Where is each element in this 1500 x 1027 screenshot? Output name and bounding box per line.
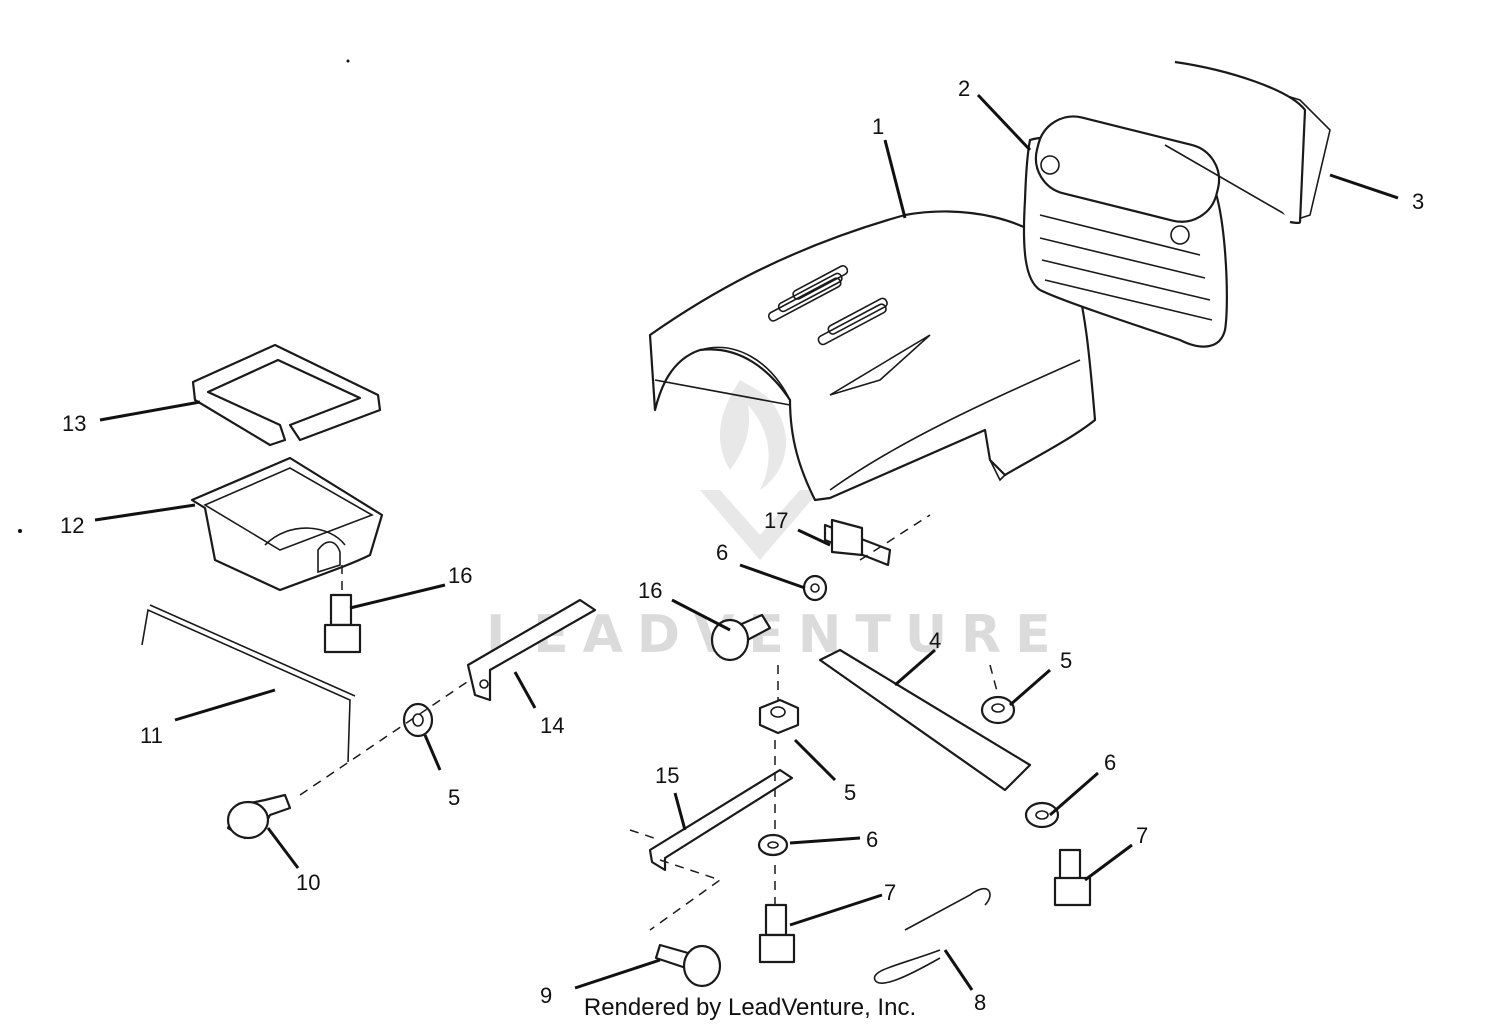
part-nut-5-right [980,664,1016,725]
callout-13: 13 [62,411,86,436]
part-plate-4 [818,648,1032,792]
callout-3: 3 [1412,189,1424,214]
part-hairpin-8 [873,888,991,985]
part-nut-5-center [758,665,800,735]
part-hood [648,210,1097,502]
callout-4: 4 [929,628,941,653]
part-bracket-14 [466,598,597,702]
callout-8: 8 [974,990,986,1015]
callout-7-center: 7 [884,880,896,905]
part-washer-6-right [1024,801,1060,829]
footer-credit: Rendered by LeadVenture, Inc. [0,994,1500,1022]
part-bolt-7-right [1053,848,1092,907]
callout-7-right: 7 [1136,823,1148,848]
part-trim-strip [1164,60,1331,224]
callout-5-left: 5 [448,785,460,810]
part-bolt-9 [654,943,722,988]
part-bolt-10 [226,793,292,840]
part-washer-6-top [802,574,828,602]
callout-12: 12 [60,513,84,538]
callout-1: 1 [872,114,884,139]
part-bolt-7-center [758,865,796,964]
leader-lines [94,93,1399,991]
part-seal-frame [191,343,382,447]
part-washer-6-center [757,740,789,857]
part-grille [1022,115,1228,348]
callout-14: 14 [540,713,564,738]
part-bolt-16b [710,613,772,662]
scan-dot [18,529,22,533]
callout-6-center: 6 [866,827,878,852]
callout-2: 2 [958,76,970,101]
callout-5-center: 5 [844,780,856,805]
callout-17: 17 [764,508,788,533]
callout-labels: 1 2 3 4 5 5 5 6 6 6 7 7 8 9 10 11 12 13 … [60,76,1424,1015]
callout-11: 11 [140,723,163,748]
part-bolt-16a [323,565,362,654]
callout-15: 15 [655,763,679,788]
callout-16-center: 16 [638,578,662,603]
part-tray [190,456,384,592]
part-rod [141,604,356,763]
hood-vents [767,264,888,346]
callout-9: 9 [540,983,552,1008]
part-bracket-15 [629,768,794,931]
scan-dot [346,59,350,63]
callout-5-right: 5 [1060,648,1072,673]
callout-10: 10 [296,870,320,895]
callout-6-right: 6 [1104,750,1116,775]
part-nut-5-left [299,679,471,796]
callout-16-left: 16 [448,563,472,588]
part-clip-17 [823,514,931,567]
callout-6-top: 6 [716,540,728,565]
footer-credit-text: Rendered by LeadVenture, Inc. [583,994,917,1021]
